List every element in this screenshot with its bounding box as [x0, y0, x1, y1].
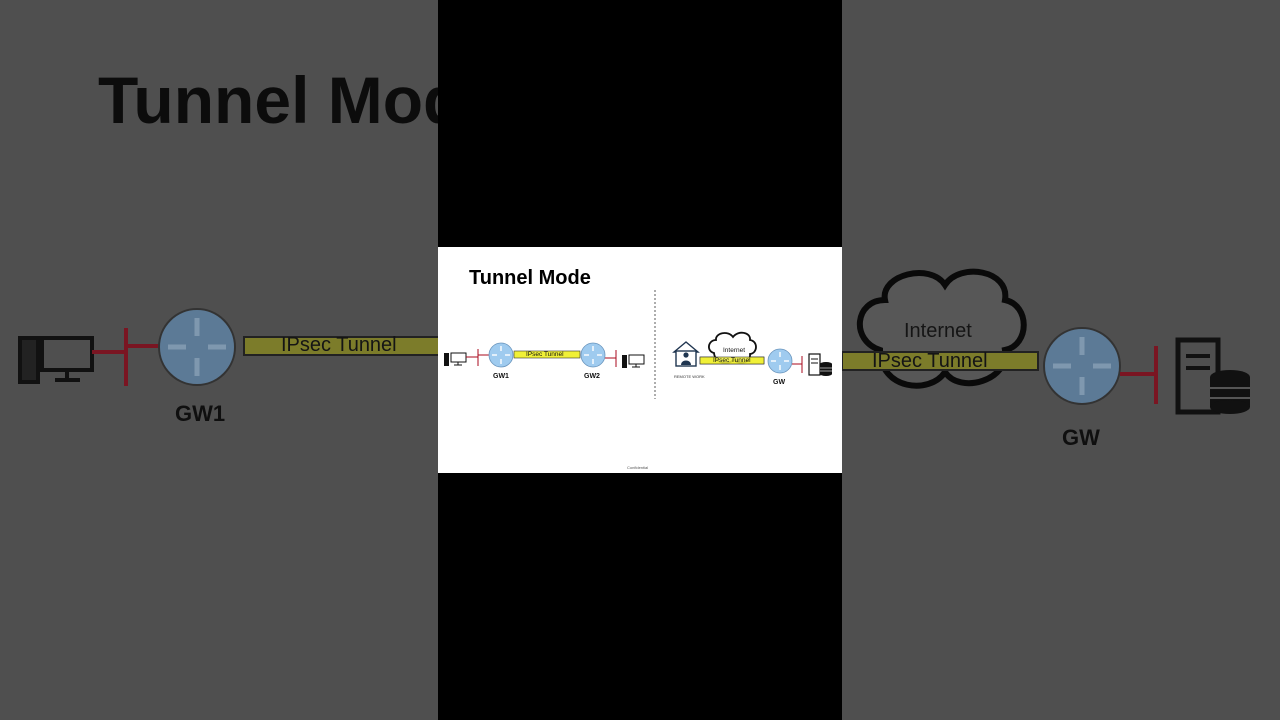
background-gw1-label: GW1: [175, 401, 226, 426]
computer-icon: [622, 354, 645, 368]
router-icon-gw1: [488, 342, 514, 368]
gw-label: GW: [773, 379, 786, 386]
background-tunnel-left-label: IPsec Tunnel: [281, 334, 397, 356]
background-title: Tunnel Mod: [98, 63, 464, 137]
background-gw-label: GW: [1062, 425, 1100, 450]
tunnel-bar-overlay: [699, 356, 765, 365]
slide-title: Tunnel Mode: [469, 267, 591, 289]
router-icon-gw2: [580, 342, 606, 368]
router-icon-gw: [767, 348, 793, 374]
background-cloud-label: Internet: [904, 320, 972, 342]
background-router-icon: [1043, 327, 1121, 405]
video-frame: Tunnel Mode GW1 IPsec Tunnel GW2 REMOTE …: [438, 0, 842, 720]
background-tunnel-right-label: IPsec Tunnel: [872, 350, 988, 372]
background-computer-icon: [18, 336, 94, 384]
slide: Tunnel Mode GW1 IPsec Tunnel GW2 REMOTE …: [438, 247, 842, 473]
gw1-label: GW1: [493, 373, 509, 380]
slide-diagram: [444, 290, 832, 399]
tunnel-label-left: IPsec Tunnel: [526, 351, 564, 358]
cloud-label: Internet: [723, 347, 746, 354]
background-server-icon: [1175, 337, 1250, 415]
footer-confidential: Confidential: [627, 465, 649, 470]
tunnel-label-right: IPsec Tunnel: [713, 357, 751, 364]
background-tunnel-right: [841, 351, 1039, 371]
server-icon: [808, 353, 832, 376]
remote-worker-home-icon: [672, 341, 700, 367]
tunnel-bar-left: [513, 350, 581, 359]
gw2-label: GW2: [584, 373, 600, 380]
computer-icon: [444, 352, 467, 366]
background-router-icon: [158, 308, 236, 386]
remote-work-label: REMOTE WORK: [674, 374, 705, 379]
